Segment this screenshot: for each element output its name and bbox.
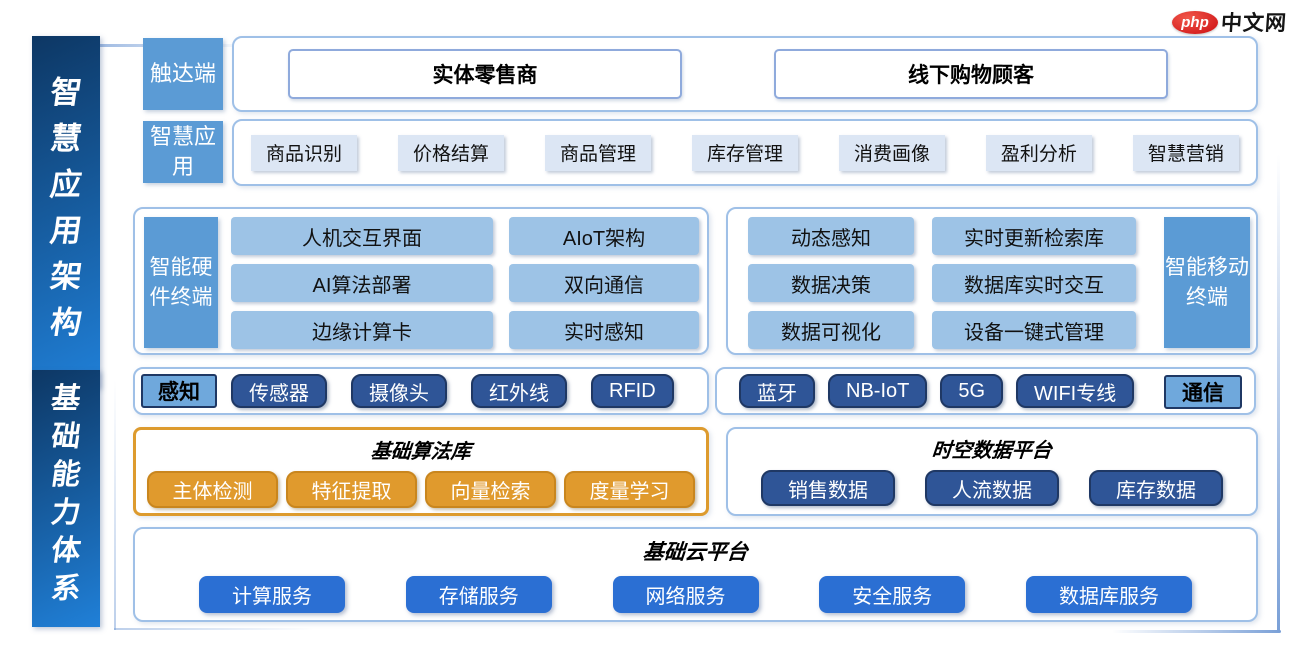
cloud-chip: 计算服务 bbox=[199, 576, 345, 613]
reach-label: 触达端 bbox=[143, 38, 223, 110]
hardware-grid: 人机交互界面 AIoT架构 AI算法部署 双向通信 边缘计算卡 实时感知 bbox=[231, 217, 699, 349]
algorithm-chip: 特征提取 bbox=[286, 471, 417, 508]
algorithms-title: 基础算法库 bbox=[369, 441, 472, 463]
app-chip: 智慧营销 bbox=[1132, 134, 1239, 171]
data-platform-chips: 销售数据 人流数据 库存数据 bbox=[728, 463, 1256, 506]
algorithm-chip: 度量学习 bbox=[564, 471, 695, 508]
app-chip: 盈利分析 bbox=[985, 134, 1092, 171]
right-edge-line bbox=[1277, 70, 1280, 632]
algorithm-chip: 主体检测 bbox=[147, 471, 278, 508]
perception-tag: 感知 bbox=[141, 374, 217, 408]
site-logo-text: 中文网 bbox=[1220, 12, 1288, 35]
app-chip: 商品识别 bbox=[251, 134, 358, 171]
mobile-grid: 动态感知 实时更新检索库 数据决策 数据库实时交互 数据可视化 设备一键式管理 bbox=[748, 217, 1136, 349]
communication-panel: 蓝牙 NB-IoT 5G WIFI专线 通信 bbox=[715, 367, 1256, 415]
algorithm-chips: 主体检测 特征提取 向量检索 度量学习 bbox=[136, 464, 706, 508]
hardware-label: 智能硬件终端 bbox=[144, 217, 218, 348]
comm-chip: 5G bbox=[940, 374, 1004, 408]
app-chip: 库存管理 bbox=[691, 134, 798, 171]
comm-chip: NB-IoT bbox=[828, 374, 928, 408]
cloud-title: 基础云平台 bbox=[641, 541, 749, 564]
sensor-chip: 红外线 bbox=[471, 374, 567, 408]
communication-chips: 蓝牙 NB-IoT 5G WIFI专线 bbox=[739, 374, 1135, 408]
perception-chips: 传感器 摄像头 红外线 RFID bbox=[231, 374, 674, 408]
site-logo: php 中文网 bbox=[1172, 7, 1288, 37]
sidebar-bar-capability-system: 基础能力体系 bbox=[32, 370, 100, 627]
apps-label: 智慧应用 bbox=[143, 121, 223, 183]
sensor-chip: 摄像头 bbox=[351, 374, 447, 408]
bottom-left-frame-line bbox=[114, 628, 314, 630]
sidebar-bar-application-architecture: 智慧应用架构 bbox=[32, 36, 100, 388]
algorithms-panel: 基础算法库 主体检测 特征提取 向量检索 度量学习 bbox=[133, 427, 709, 516]
mobile-chip: 数据库实时交互 bbox=[932, 264, 1136, 302]
cloud-chip: 数据库服务 bbox=[1026, 576, 1192, 613]
apps-panel: 商品识别 价格结算 商品管理 库存管理 消费画像 盈利分析 智慧营销 bbox=[232, 119, 1258, 186]
communication-tag: 通信 bbox=[1164, 375, 1242, 409]
cloud-chips: 计算服务 存储服务 网络服务 安全服务 数据库服务 bbox=[135, 566, 1256, 613]
reach-panel: 实体零售商 线下购物顾客 bbox=[232, 36, 1258, 112]
mobile-chip: 动态感知 bbox=[748, 217, 914, 255]
data-chip: 库存数据 bbox=[1089, 470, 1223, 506]
algorithm-chip: 向量检索 bbox=[425, 471, 556, 508]
hardware-chip: 双向通信 bbox=[509, 264, 699, 302]
cloud-chip: 网络服务 bbox=[612, 576, 759, 613]
hardware-chip: 实时感知 bbox=[509, 311, 699, 349]
mobile-panel: 动态感知 实时更新检索库 数据决策 数据库实时交互 数据可视化 设备一键式管理 … bbox=[726, 207, 1258, 355]
mobile-chip: 实时更新检索库 bbox=[932, 217, 1136, 255]
reach-box: 线下购物顾客 bbox=[774, 49, 1168, 99]
php-logo-icon: php bbox=[1172, 10, 1218, 34]
hardware-chip: 边缘计算卡 bbox=[231, 311, 493, 349]
hardware-chip: AIoT架构 bbox=[509, 217, 699, 255]
data-chip: 人流数据 bbox=[925, 470, 1059, 506]
mobile-chip: 设备一键式管理 bbox=[932, 311, 1136, 349]
reach-box: 实体零售商 bbox=[288, 49, 682, 99]
app-chip: 价格结算 bbox=[397, 134, 504, 171]
comm-chip: 蓝牙 bbox=[739, 374, 815, 408]
hardware-chip: 人机交互界面 bbox=[231, 217, 493, 255]
data-platform-title: 时空数据平台 bbox=[930, 440, 1053, 462]
perception-panel: 感知 传感器 摄像头 红外线 RFID bbox=[133, 367, 709, 415]
cloud-chip: 安全服务 bbox=[819, 576, 966, 613]
mobile-label: 智能移动终端 bbox=[1164, 217, 1250, 348]
sensor-chip: RFID bbox=[591, 374, 674, 408]
data-platform-panel: 时空数据平台 销售数据 人流数据 库存数据 bbox=[726, 427, 1258, 516]
app-chip: 消费画像 bbox=[838, 134, 945, 171]
sensor-chip: 传感器 bbox=[231, 374, 327, 408]
comm-chip: WIFI专线 bbox=[1016, 374, 1135, 408]
cloud-panel: 基础云平台 计算服务 存储服务 网络服务 安全服务 数据库服务 bbox=[133, 527, 1258, 622]
sidebar-bar-bottom-label: 基础能力体系 bbox=[49, 383, 83, 605]
cloud-chip: 存储服务 bbox=[405, 576, 552, 613]
bottom-right-corner-line bbox=[1112, 630, 1281, 633]
mobile-chip: 数据可视化 bbox=[748, 311, 914, 349]
app-chip: 商品管理 bbox=[544, 134, 651, 171]
hardware-panel: 智能硬件终端 人机交互界面 AIoT架构 AI算法部署 双向通信 边缘计算卡 实… bbox=[133, 207, 709, 355]
hardware-chip: AI算法部署 bbox=[231, 264, 493, 302]
sidebar-bar-top-label: 智慧应用架构 bbox=[48, 75, 85, 340]
data-chip: 销售数据 bbox=[761, 470, 895, 506]
mobile-chip: 数据决策 bbox=[748, 264, 914, 302]
bottom-left-frame-line-vertical bbox=[114, 380, 116, 630]
